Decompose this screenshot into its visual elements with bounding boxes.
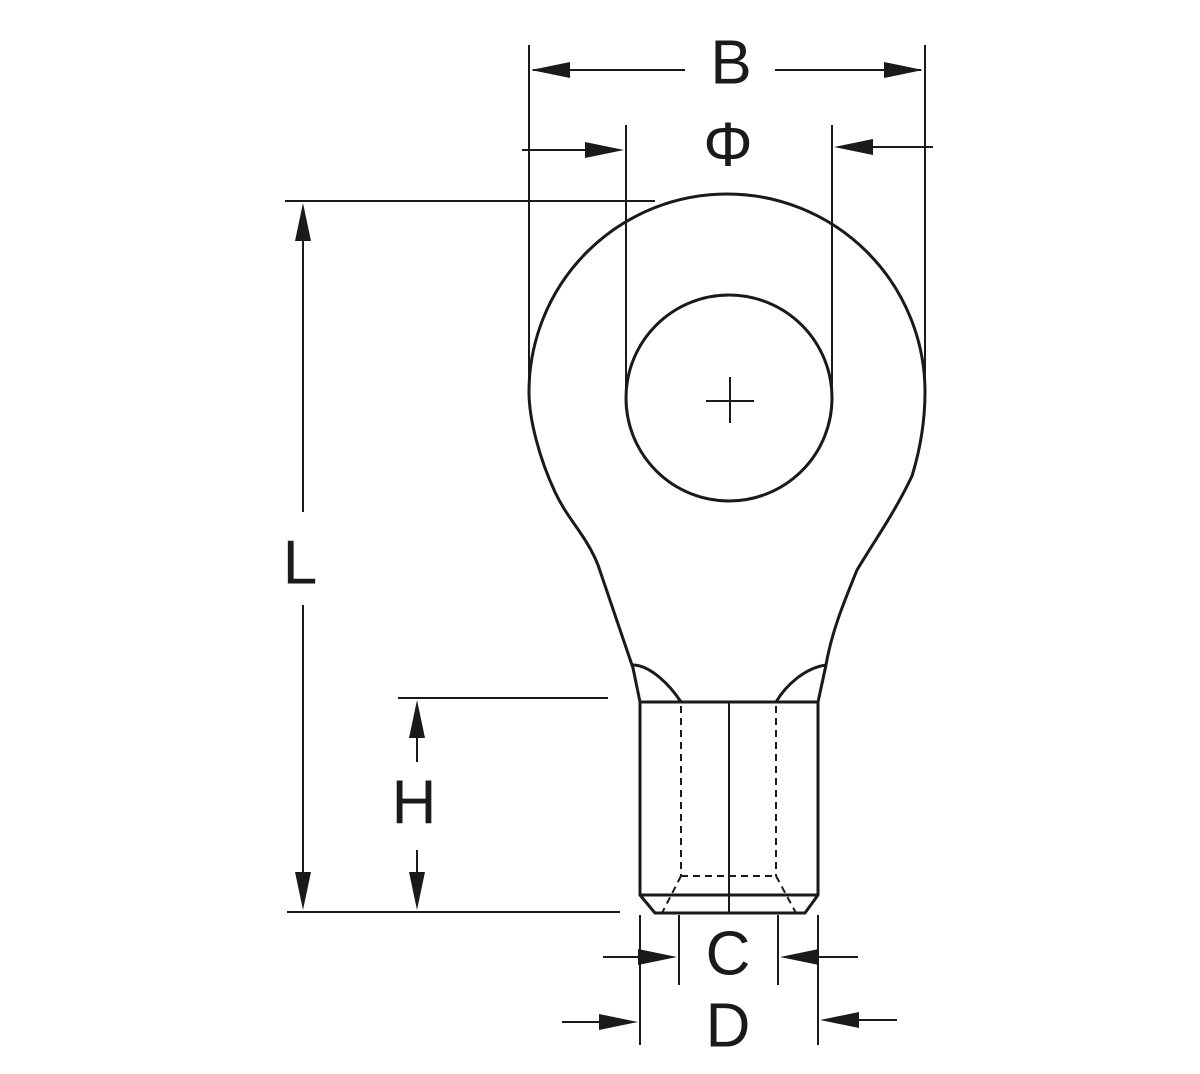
d-arrow-right (820, 1012, 859, 1028)
stud-hole (624, 293, 834, 503)
d-arrow-left (599, 1014, 638, 1030)
d-label: D (706, 992, 751, 1061)
left-fillet (632, 663, 683, 703)
barrel-flare (638, 893, 820, 915)
ring-outer-outline (527, 192, 927, 393)
l-arrow-top (295, 203, 311, 241)
phi-arrow-right (834, 139, 873, 155)
left-flank-outline (527, 391, 642, 703)
c-label: C (706, 920, 751, 989)
flare-hidden-left (661, 875, 682, 914)
h-arrow-bottom (409, 872, 425, 910)
b-label: B (710, 29, 751, 98)
right-flank-outline (816, 391, 927, 703)
dimension-h: H (392, 697, 608, 910)
dimension-c: C (603, 915, 858, 989)
dimension-b: B (528, 29, 926, 380)
l-arrow-bottom (295, 872, 311, 910)
dimension-l: L (283, 200, 655, 913)
terminal-body (527, 192, 927, 915)
h-label: H (392, 769, 437, 838)
c-arrow-right (780, 949, 819, 965)
phi-label: Φ (703, 111, 752, 180)
h-arrow-top (409, 700, 425, 738)
dimension-phi: Φ (522, 111, 933, 395)
dimension-d: D (562, 915, 897, 1061)
phi-arrow-left (585, 142, 624, 158)
b-arrow-right (884, 62, 923, 78)
b-arrow-left (531, 62, 570, 78)
c-arrow-left (638, 949, 677, 965)
right-fillet (774, 663, 827, 703)
l-label: L (283, 529, 317, 598)
